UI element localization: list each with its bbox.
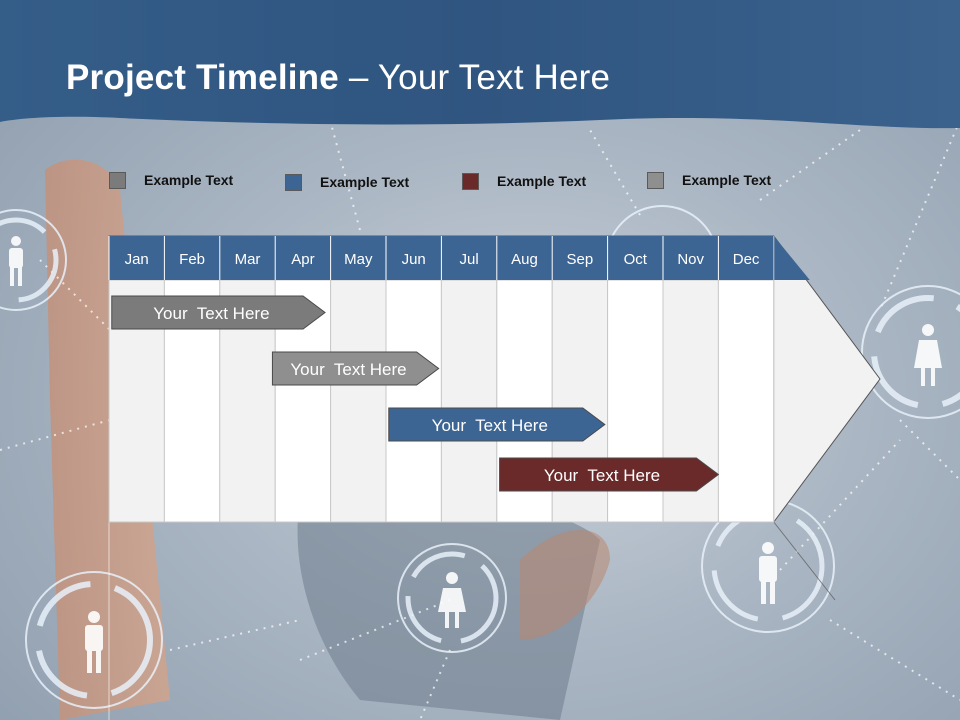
month-label: Feb <box>179 251 205 268</box>
month-label: Aug <box>511 251 538 268</box>
network-lines <box>0 119 960 720</box>
month-header-bar <box>109 236 810 280</box>
legend-item-3: Example Text <box>462 171 586 191</box>
month-label: Jun <box>402 251 426 268</box>
legend-label: Example Text <box>497 173 587 189</box>
task-label: Your Text Here <box>290 360 406 379</box>
month-label: Mar <box>235 251 261 268</box>
month-label: Jul <box>460 251 479 268</box>
legend-label: Example Text <box>320 174 410 190</box>
task-label: Your Text Here <box>432 416 548 435</box>
legend-swatch <box>285 173 302 191</box>
legend-label: Example Text <box>144 172 234 188</box>
legend-swatch <box>109 171 126 189</box>
month-label: Dec <box>733 251 760 268</box>
legend-item-4: Example Text <box>647 170 771 190</box>
month-label: Nov <box>677 251 704 268</box>
task-label: Your Text Here <box>153 304 269 323</box>
month-label: Sep <box>567 251 594 268</box>
task-label: Your Text Here <box>544 466 660 485</box>
month-label: May <box>344 251 373 268</box>
figure-arm <box>45 159 170 720</box>
timeline-shadow-line <box>773 521 836 601</box>
task-bar <box>499 457 720 492</box>
figure-hand <box>520 530 610 640</box>
legend-swatch <box>462 172 479 190</box>
header-band <box>0 0 960 129</box>
task-bar <box>388 407 606 442</box>
legend-label: Example Text <box>682 172 772 188</box>
month-label: Oct <box>624 251 648 268</box>
legend-item-1: Example Text <box>109 170 233 190</box>
legend-swatch <box>647 171 664 189</box>
task-bar <box>271 351 440 386</box>
month-column <box>717 279 775 523</box>
month-column <box>330 279 387 523</box>
month-column <box>440 279 498 523</box>
legend-item-2: Example Text <box>285 172 409 192</box>
task-bar <box>111 295 326 330</box>
person-icons <box>9 236 942 673</box>
month-column <box>385 279 442 523</box>
month-label: Apr <box>291 251 314 268</box>
page-title: Project Timeline – Your Text Here <box>66 58 611 97</box>
month-label: Jan <box>125 251 149 268</box>
